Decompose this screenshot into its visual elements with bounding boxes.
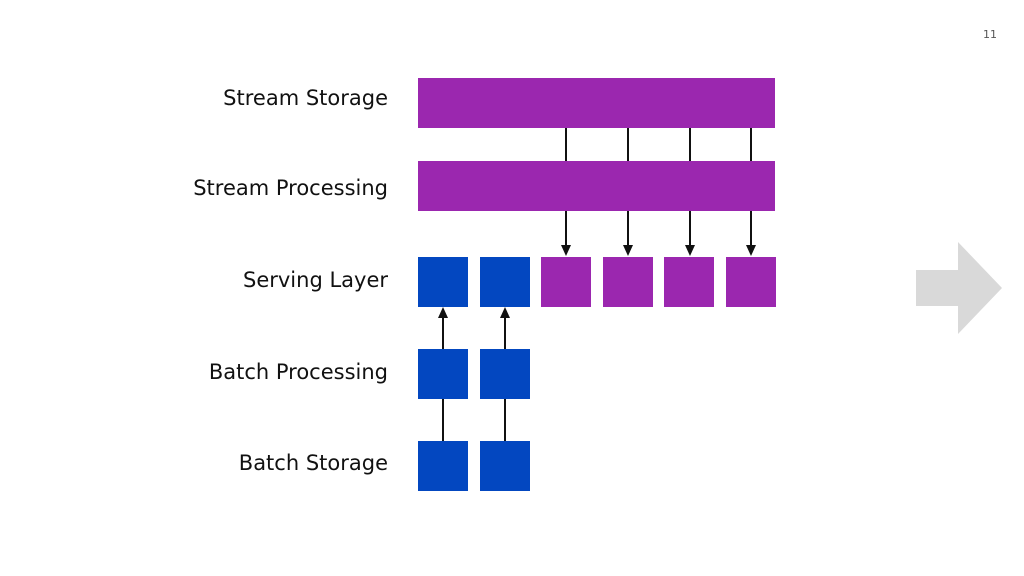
page-number: 11: [983, 28, 997, 41]
stream-arrowhead-3: [685, 245, 695, 256]
batch-processing-block-2: [480, 349, 530, 399]
stream-processing-bar: [418, 161, 775, 211]
serving-batch-block-2: [480, 257, 530, 307]
batch-processing-block-1: [418, 349, 468, 399]
label-serving-layer: Serving Layer: [242, 268, 388, 292]
stream-arrowhead-4: [746, 245, 756, 256]
label-batch-storage: Batch Storage: [238, 451, 388, 475]
label-batch-processing: Batch Processing: [208, 360, 388, 384]
stream-arrowhead-1: [561, 245, 571, 256]
serving-stream-block-2: [603, 257, 653, 307]
serving-stream-block-3: [664, 257, 714, 307]
serving-stream-block-1: [541, 257, 591, 307]
label-stream-storage: Stream Storage: [223, 86, 388, 110]
serving-batch-block-1: [418, 257, 468, 307]
label-stream-processing: Stream Processing: [193, 176, 388, 200]
stream-arrowhead-2: [623, 245, 633, 256]
batch-storage-block-2: [480, 441, 530, 491]
stream-storage-bar: [418, 78, 775, 128]
batch-arrowhead-2: [500, 307, 510, 318]
batch-arrowhead-1: [438, 307, 448, 318]
serving-stream-block-4: [726, 257, 776, 307]
batch-storage-block-1: [418, 441, 468, 491]
right-arrow-icon[interactable]: [914, 242, 1004, 334]
